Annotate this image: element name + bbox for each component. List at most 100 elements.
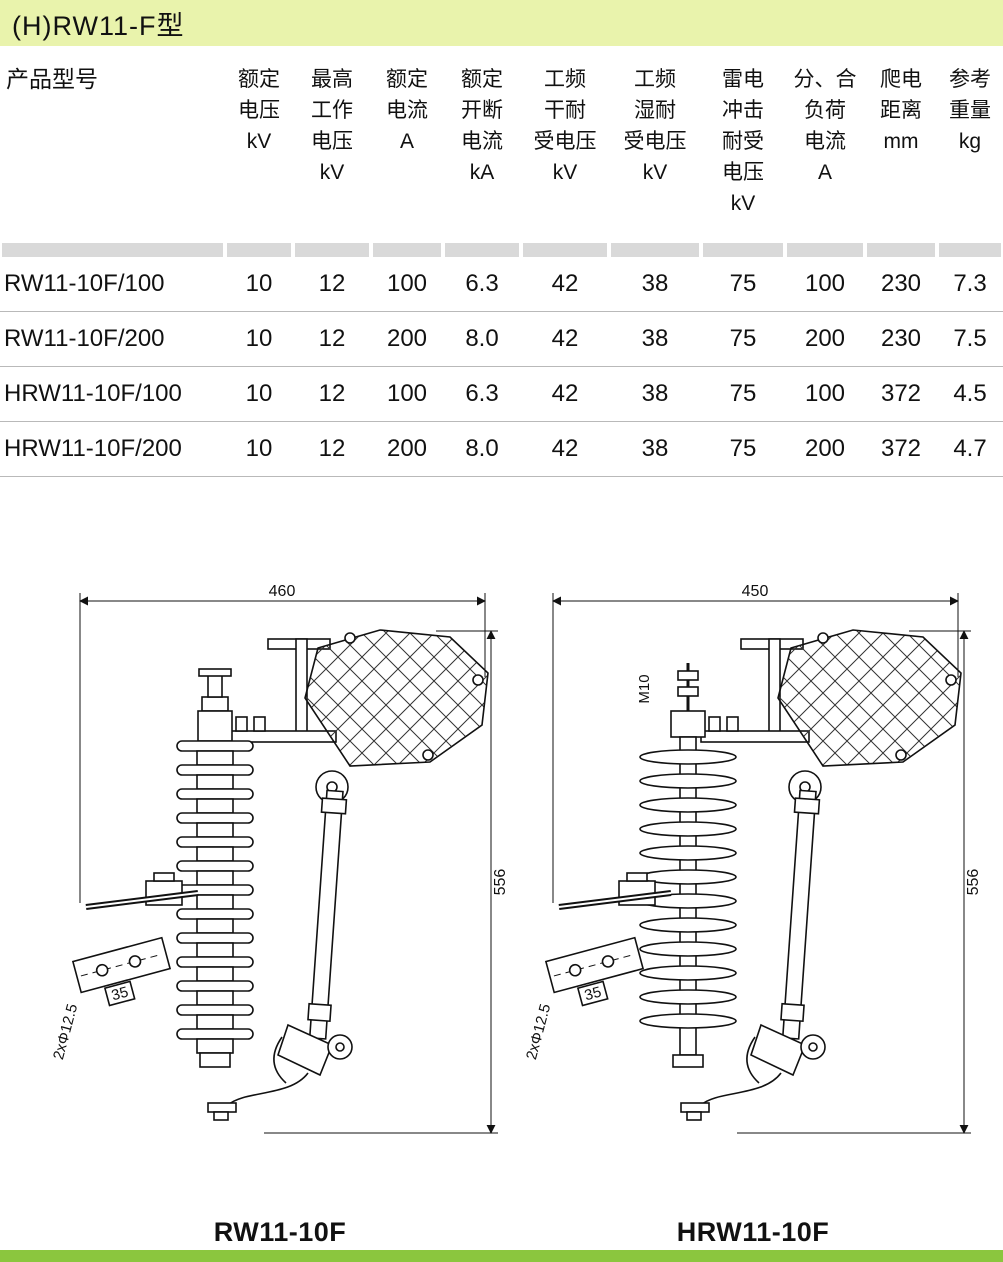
height-dimension: 556 (737, 630, 982, 1134)
mounting-bracket: 35 (544, 936, 645, 1007)
figure-hrw11-10f: 450 556 (523, 583, 983, 1248)
separator-segment (703, 243, 783, 257)
model-cell: RW11-10F/200 (4, 325, 165, 352)
lower-hinge (750, 1023, 807, 1077)
model-cell: HRW11-10F/100 (4, 380, 182, 407)
col-header-model: 产品型号 (6, 66, 98, 92)
value-cell: 42 (551, 435, 579, 462)
table-row: HRW11-10F/100 10 12 100 6.3 42 38 75 100… (0, 367, 1003, 422)
height-dim-label: 556 (492, 869, 509, 896)
bottom-accent-bar (0, 1250, 1003, 1262)
col-header-lightning-impulse: 雷电 冲击 耐受 电压 kV (722, 68, 764, 215)
table-row: HRW11-10F/200 10 12 200 8.0 42 38 75 200… (0, 422, 1003, 477)
separator-band (0, 243, 1003, 257)
separator-segment (445, 243, 519, 257)
separator-segment (227, 243, 291, 257)
separator-segment (295, 243, 369, 257)
model-cell: RW11-10F/100 (4, 270, 165, 297)
col-header-rated-voltage: 额定 电压 kV (238, 68, 280, 153)
height-dimension: 556 (264, 630, 509, 1134)
col-header-max-working-voltage: 最高 工作 电压 kV (311, 68, 353, 184)
lead-rod (85, 872, 199, 910)
value-cell: 75 (729, 380, 757, 407)
separator-segment (787, 243, 863, 257)
value-cell: 42 (551, 270, 579, 297)
rw11-10f-technical-drawing: 460 556 (50, 583, 509, 1134)
value-cell: 10 (245, 380, 273, 407)
separator-segment (523, 243, 607, 257)
value-cell: 372 (880, 435, 922, 462)
value-cell: 100 (804, 380, 846, 407)
bird-guard (777, 629, 962, 767)
fuse-tube (780, 789, 821, 1040)
width-dim-label: 450 (742, 583, 769, 600)
figure-caption-rw11-10f: RW11-10F (213, 1217, 347, 1247)
page-title: (H)RW11-F型 (12, 10, 185, 41)
lower-lead (227, 1072, 309, 1106)
holes-label: 2xΦ12.5 (50, 1002, 81, 1061)
value-cell: 12 (318, 270, 346, 297)
col-header-reference-weight: 参考 重量 kg (949, 68, 991, 153)
value-cell: 12 (318, 380, 346, 407)
fuse-tube (307, 789, 348, 1040)
model-cell: HRW11-10F/200 (4, 435, 182, 462)
height-dim-label: 556 (965, 869, 982, 896)
value-cell: 38 (641, 435, 669, 462)
mounting-hole (95, 963, 109, 977)
value-cell: 100 (386, 270, 428, 297)
value-cell: 75 (729, 270, 757, 297)
value-cell: 100 (386, 380, 428, 407)
value-cell: 42 (551, 325, 579, 352)
value-cell: 230 (880, 270, 922, 297)
value-cell: 7.5 (953, 325, 987, 352)
top-post (768, 638, 781, 738)
value-cell: 10 (245, 270, 273, 297)
value-cell: 38 (641, 270, 669, 297)
mounting-hole (601, 955, 615, 968)
m10-stud: M10 (636, 663, 699, 711)
value-cell: 230 (880, 325, 922, 352)
title-bar: (H)RW11-F型 (0, 0, 1003, 46)
col-header-load-current: 分、合 负荷 电流 A (793, 68, 857, 184)
lead-rod (558, 872, 672, 910)
value-cell: 200 (804, 435, 846, 462)
figure-caption-hrw11-10f: HRW11-10F (676, 1217, 830, 1247)
hook-terminal (207, 1102, 237, 1113)
mounting-hole (128, 955, 142, 968)
hole-spacing-label: 35 (583, 984, 604, 1005)
separator-segment (611, 243, 699, 257)
figure-rw11-10f: 460 556 (50, 583, 510, 1248)
stud-label: M10 (636, 674, 653, 703)
value-cell: 372 (880, 380, 922, 407)
value-cell: 100 (804, 270, 846, 297)
value-cell: 4.7 (953, 435, 987, 462)
width-dimension: 450 (552, 583, 959, 903)
hole-spacing-label: 35 (110, 984, 131, 1005)
separator-segment (867, 243, 935, 257)
width-dimension: 460 (79, 583, 486, 903)
hook-terminal (680, 1102, 710, 1113)
value-cell: 6.3 (465, 380, 499, 407)
value-cell: 38 (641, 325, 669, 352)
mounting-hole (568, 963, 582, 977)
value-cell: 75 (729, 325, 757, 352)
fuse-cutout-figure: 35 2xΦ12.5 (50, 629, 489, 1121)
value-cell: 200 (386, 435, 428, 462)
width-dim-label: 460 (269, 583, 296, 600)
lower-lead (700, 1072, 782, 1106)
value-cell: 38 (641, 380, 669, 407)
holes-label: 2xΦ12.5 (523, 1002, 554, 1061)
polymer-insulator (639, 710, 737, 1068)
col-header-creepage-distance: 爬电 距离 mm (880, 68, 922, 153)
value-cell: 200 (386, 325, 428, 352)
table-row: RW11-10F/100 10 12 100 6.3 42 38 75 100 … (0, 257, 1003, 312)
value-cell: 12 (318, 325, 346, 352)
value-cell: 12 (318, 435, 346, 462)
separator-segment (2, 243, 223, 257)
cross-arm (700, 730, 810, 743)
value-cell: 10 (245, 435, 273, 462)
value-cell: 8.0 (465, 325, 499, 352)
col-header-pf-wet-withstand: 工频 湿耐 受电压 kV (623, 68, 687, 184)
value-cell: 8.0 (465, 435, 499, 462)
